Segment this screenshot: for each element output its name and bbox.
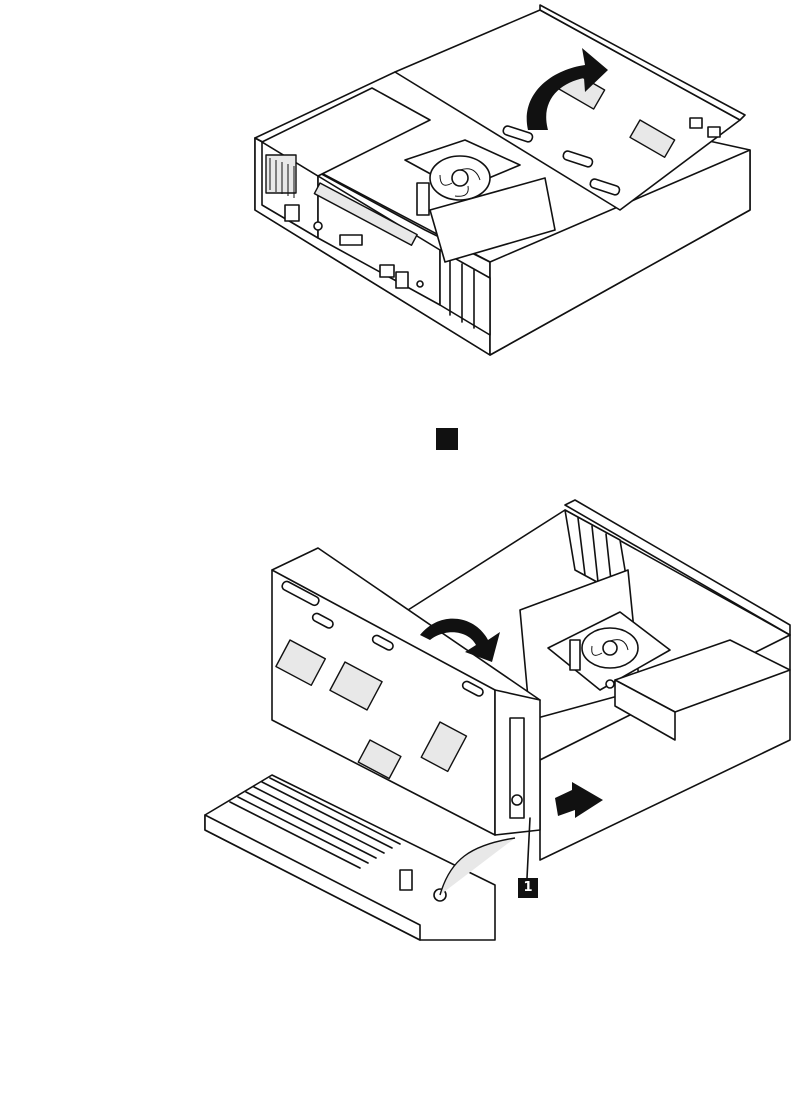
step-marker [436, 428, 458, 450]
bottom-illustration-drive-cage-pivot [0, 495, 798, 955]
top-illustration-computer-chassis [0, 0, 798, 370]
callout-1: 1 [518, 878, 538, 898]
